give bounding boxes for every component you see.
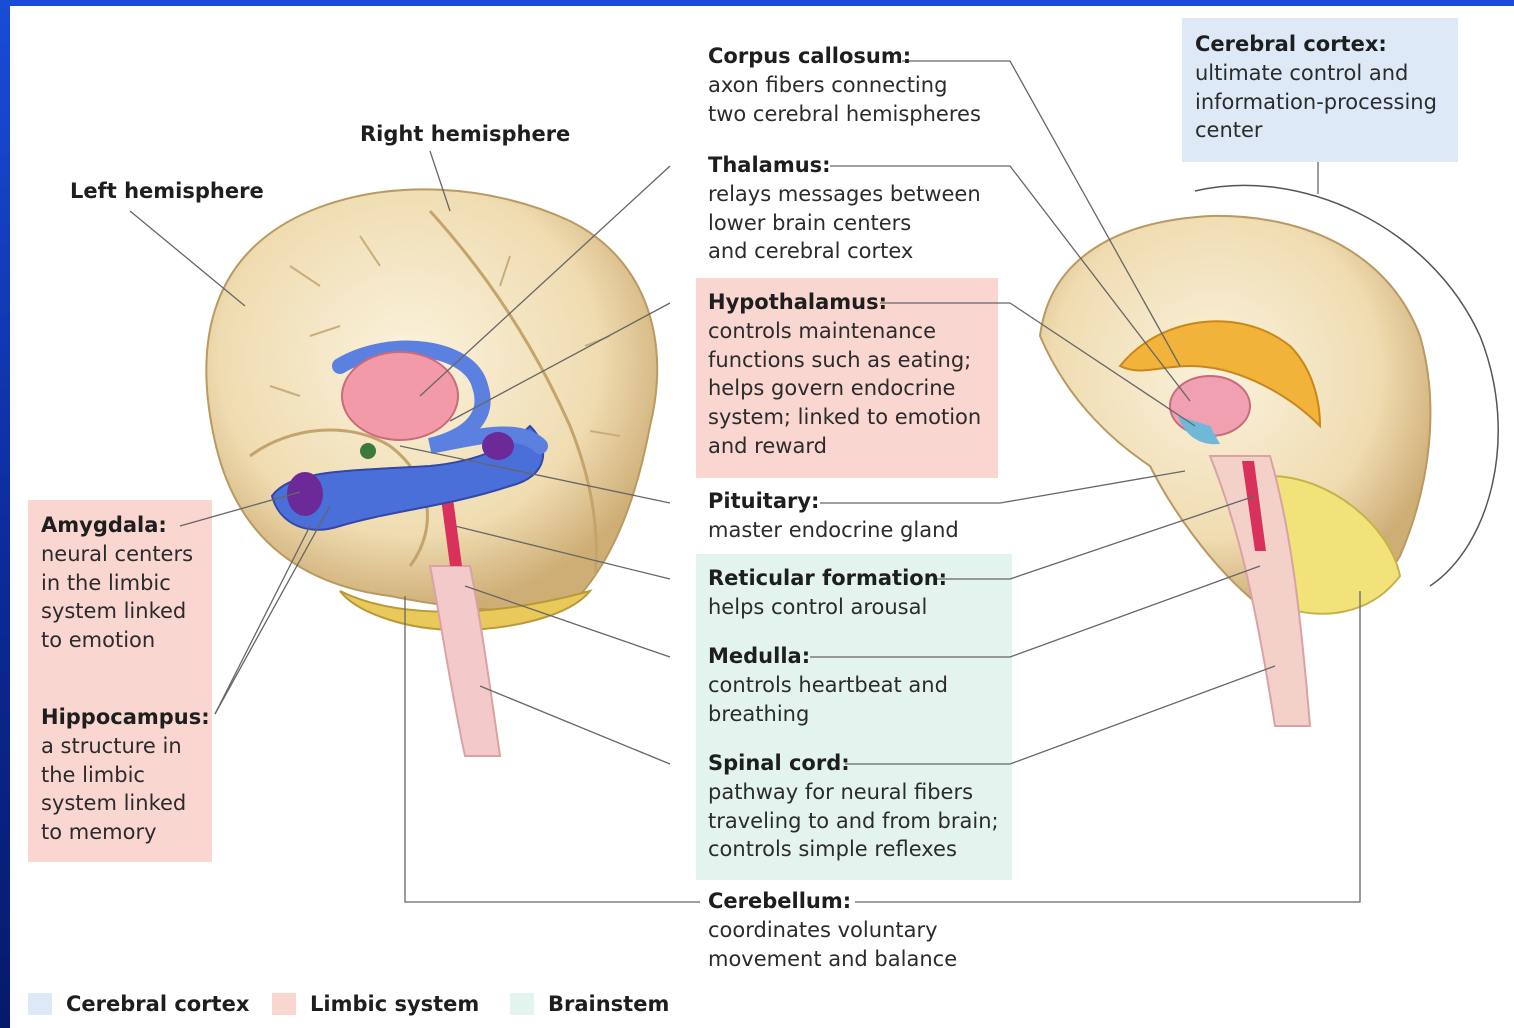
cerebral-cortex-title: Cerebral cortex: xyxy=(1195,30,1437,59)
left-hemisphere-label: Left hemisphere xyxy=(70,179,264,203)
amygdala-desc: neural centers in the limbic system link… xyxy=(41,540,193,655)
hippocampus-label: Hippocampus: a structure in the limbic s… xyxy=(41,703,210,847)
pituitary-label: Pituitary: master endocrine gland xyxy=(708,487,959,545)
thalamus-title: Thalamus: xyxy=(708,151,981,180)
right-brain-illustration xyxy=(1040,185,1498,726)
reticular-formation-desc: helps control arousal xyxy=(708,593,947,622)
legend-label-limbic: Limbic system xyxy=(310,992,479,1016)
legend-label-cortex: Cerebral cortex xyxy=(66,992,249,1016)
legend-swatch-limbic xyxy=(272,993,296,1015)
spinal-cord-desc: pathway for neural fibers traveling to a… xyxy=(708,778,999,864)
legend-brainstem: Brainstem xyxy=(510,992,669,1016)
hypothalamus-label: Hypothalamus: controls maintenance funct… xyxy=(708,288,981,461)
legend-label-brainstem: Brainstem xyxy=(548,992,669,1016)
legend-limbic-system: Limbic system xyxy=(272,992,479,1016)
legend-swatch-brainstem xyxy=(510,993,534,1015)
legend-swatch-cortex xyxy=(28,993,52,1015)
amygdala-title: Amygdala: xyxy=(41,511,193,540)
spinal-cord-label: Spinal cord: pathway for neural fibers t… xyxy=(708,749,999,864)
cerebral-cortex-desc: ultimate control and information-process… xyxy=(1195,59,1437,145)
pituitary-title: Pituitary: xyxy=(708,487,959,516)
reticular-formation-label: Reticular formation: helps control arous… xyxy=(708,564,947,622)
cerebral-cortex-label: Cerebral cortex: ultimate control and in… xyxy=(1195,30,1437,145)
cerebellum-desc: coordinates voluntary movement and balan… xyxy=(708,916,957,974)
amygdala-label: Amygdala: neural centers in the limbic s… xyxy=(41,511,193,655)
hypothalamus-title: Hypothalamus: xyxy=(708,288,981,317)
thalamus-label: Thalamus: relays messages between lower … xyxy=(708,151,981,266)
cerebellum-title: Cerebellum: xyxy=(708,887,957,916)
corpus-callosum-label: Corpus callosum: axon fibers connecting … xyxy=(708,42,981,128)
spinal-cord-title: Spinal cord: xyxy=(708,749,999,778)
hippocampus-desc: a structure in the limbic system linked … xyxy=(41,732,210,847)
hippocampus-title: Hippocampus: xyxy=(41,703,210,732)
right-hemisphere-label: Right hemisphere xyxy=(360,122,570,146)
left-brain-illustration xyxy=(206,189,657,756)
corpus-callosum-desc: axon fibers connecting two cerebral hemi… xyxy=(708,71,981,129)
reticular-formation-title: Reticular formation: xyxy=(708,564,947,593)
medulla-label: Medulla: controls heartbeat and breathin… xyxy=(708,642,948,728)
medulla-title: Medulla: xyxy=(708,642,948,671)
cerebellum-label: Cerebellum: coordinates voluntary moveme… xyxy=(708,887,957,973)
hypothalamus-desc: controls maintenance functions such as e… xyxy=(708,317,981,461)
diagram-canvas: Left hemisphere Right hemisphere Corpus … xyxy=(10,6,1514,1028)
legend-cerebral-cortex: Cerebral cortex xyxy=(28,992,249,1016)
pituitary-desc: master endocrine gland xyxy=(708,516,959,545)
corpus-callosum-title: Corpus callosum: xyxy=(708,42,981,71)
medulla-desc: controls heartbeat and breathing xyxy=(708,671,948,729)
thalamus-desc: relays messages between lower brain cent… xyxy=(708,180,981,266)
